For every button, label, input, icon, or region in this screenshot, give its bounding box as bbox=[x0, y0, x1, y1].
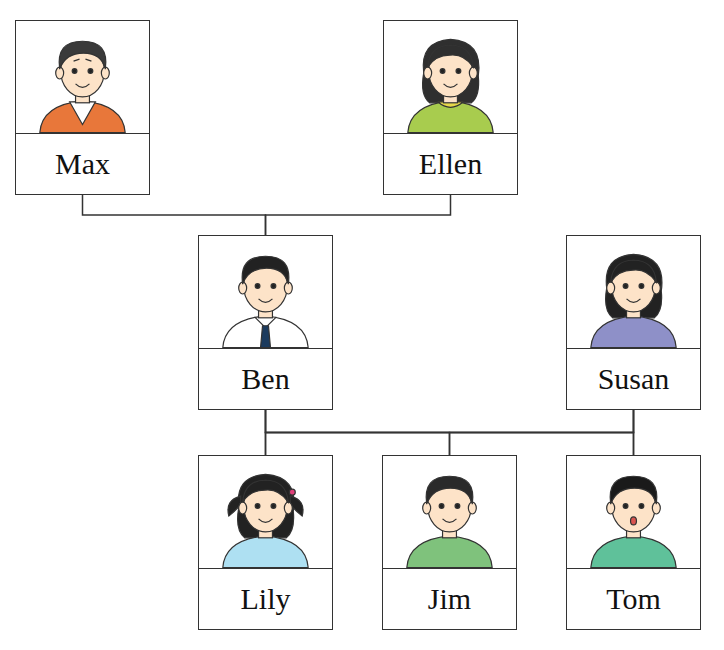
portrait-illustration bbox=[199, 236, 332, 348]
person-name: Susan bbox=[598, 362, 670, 396]
name-panel: Tom bbox=[567, 569, 700, 629]
family-member-box: Lily bbox=[198, 455, 333, 630]
person-name: Jim bbox=[428, 582, 471, 616]
name-panel: Lily bbox=[199, 569, 332, 629]
family-member-box: Susan bbox=[566, 235, 701, 410]
family-member-box: Tom bbox=[566, 455, 701, 630]
person-name: Ben bbox=[241, 362, 289, 396]
name-panel: Susan bbox=[567, 349, 700, 409]
name-panel: Max bbox=[16, 134, 149, 194]
portrait-panel bbox=[567, 236, 700, 349]
person-name: Max bbox=[55, 147, 110, 181]
portrait-panel bbox=[199, 236, 332, 349]
name-panel: Ben bbox=[199, 349, 332, 409]
portrait-illustration bbox=[384, 21, 517, 133]
family-member-box: Jim bbox=[382, 455, 517, 630]
family-member-box: Ben bbox=[198, 235, 333, 410]
portrait-illustration bbox=[16, 21, 149, 133]
person-name: Lily bbox=[241, 582, 291, 616]
portrait-illustration bbox=[567, 456, 700, 568]
person-name: Ellen bbox=[419, 147, 482, 181]
portrait-panel bbox=[199, 456, 332, 569]
portrait-illustration bbox=[383, 456, 516, 568]
portrait-illustration bbox=[199, 456, 332, 568]
portrait-panel bbox=[16, 21, 149, 134]
family-member-box: Max bbox=[15, 20, 150, 195]
family-line bbox=[266, 410, 634, 455]
portrait-illustration bbox=[567, 236, 700, 348]
portrait-panel bbox=[567, 456, 700, 569]
family-line bbox=[83, 195, 266, 235]
name-panel: Jim bbox=[383, 569, 516, 629]
family-line bbox=[266, 410, 634, 455]
portrait-panel bbox=[384, 21, 517, 134]
family-line bbox=[633, 410, 635, 455]
person-name: Tom bbox=[606, 582, 661, 616]
family-line bbox=[450, 410, 634, 455]
family-line bbox=[266, 195, 451, 235]
portrait-panel bbox=[383, 456, 516, 569]
family-member-box: Ellen bbox=[383, 20, 518, 195]
name-panel: Ellen bbox=[384, 134, 517, 194]
